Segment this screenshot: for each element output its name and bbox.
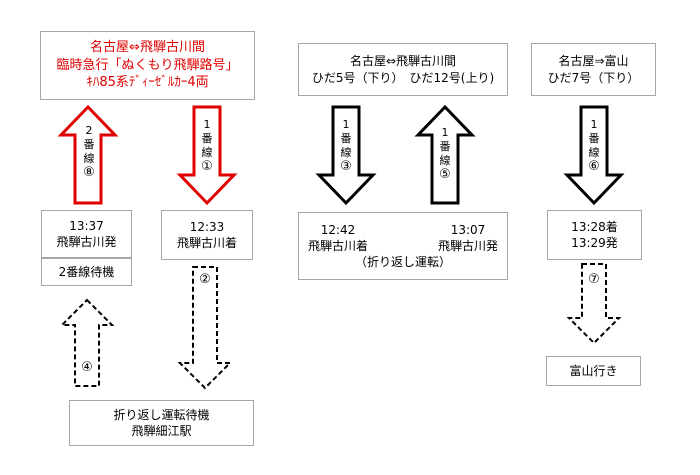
hida7-depart-time: 13:29発 [571, 236, 618, 250]
arrow-track-char-1: 番 [340, 131, 352, 145]
arrow-track-number: 1 [203, 118, 211, 131]
arrow-a6-down [563, 105, 625, 206]
arrow-step: ⑧ [83, 165, 95, 181]
arrow-step: ② [199, 272, 211, 287]
arrow-label-a2: ② [193, 272, 217, 288]
hida5-12-route: 名古屋⇔飛騨古川間 [349, 54, 457, 69]
arrow-step: ⑦ [588, 272, 600, 287]
arrive-1233-station: 飛騨古川着 [176, 236, 237, 250]
arrow-track-char-1: 番 [588, 131, 600, 145]
arrow-label-a5: 1 番 線 ⑤ [433, 126, 457, 184]
turnaround-depart-station: 飛騨古川発 [437, 238, 498, 253]
depart-1337-time: 13:37 [69, 218, 104, 233]
arrow-track-char-1: 番 [201, 131, 213, 145]
arrow-label-a7: ⑦ [582, 272, 606, 288]
turnaround-arrive: 12:42 飛騨古川着 [308, 222, 368, 254]
arrow-a2-down [177, 266, 233, 390]
arrow-track-number: 2 [85, 124, 93, 137]
hida7-times-box: 13:28着 13:29発 [547, 210, 642, 260]
standby-track2-box: 2番線待機 [41, 258, 132, 286]
arrow-a1-down [176, 105, 238, 206]
hosoe-standby: 折り返し運転待機 [113, 407, 210, 422]
depart-1337-station: 飛騨古川発 [56, 235, 117, 249]
arrow-step: ⑥ [588, 159, 600, 175]
arrow-a8-up [57, 104, 119, 205]
nukumori-route: 名古屋⇔飛騨古川間 [90, 40, 205, 56]
nukumori-vehicle: ｷﾊ85系ﾃﾞｨｰｾﾞﾙｶｰ4両 [86, 75, 209, 91]
arrive-1233-time: 12:33 [189, 219, 225, 234]
arrow-track-char-1: 番 [439, 139, 451, 153]
arrow-track-char-1: 番 [83, 137, 95, 151]
arrow-track-char-2: 線 [439, 153, 451, 167]
arrow-step: ③ [340, 159, 352, 175]
arrow-track-char-2: 線 [201, 145, 213, 159]
arrow-step: ① [201, 159, 213, 175]
depart-1337-box: 13:37 飛騨古川発 [41, 210, 132, 258]
hida7-arrive-time: 13:28着 [571, 219, 618, 234]
turnaround-box: 12:42 飛騨古川着 13:07 飛騨古川発 （折り返し運転） [298, 212, 508, 280]
arrow-track-number: 1 [590, 118, 598, 131]
arrow-label-a1: 1 番 線 ① [195, 118, 219, 176]
hosoe-station: 飛騨細江駅 [131, 424, 192, 438]
standby-track2-label: 2番線待機 [58, 264, 115, 279]
arrow-label-a6: 1 番 線 ⑥ [582, 118, 606, 176]
arrow-a4-up [59, 298, 115, 387]
hida7-route: 名古屋⇒富山 [558, 54, 629, 69]
hida7-box: 名古屋⇒富山 ひだ7号（下り） [531, 43, 656, 96]
arrow-step: ⑤ [439, 167, 451, 183]
arrow-a3-down [315, 105, 377, 206]
nukumori-service-box: 名古屋⇔飛騨古川間 臨時急行「ぬくもり飛騨路号」 ｷﾊ85系ﾃﾞｨｰｾﾞﾙｶｰ4… [40, 31, 255, 100]
nukumori-name: 臨時急行「ぬくもり飛騨路号」 [56, 57, 239, 73]
arrow-label-a4: ④ [75, 360, 99, 376]
arrow-label-a3: 1 番 線 ③ [334, 118, 358, 176]
hida7-train: ひだ7号（下り） [547, 70, 640, 85]
arrow-step: ④ [81, 360, 93, 375]
arrow-a7-down [566, 263, 622, 345]
arrow-a5-up [414, 104, 476, 205]
toyama-label: 富山行き [569, 363, 618, 378]
arrow-track-number: 1 [342, 118, 350, 131]
arrow-track-char-2: 線 [83, 151, 95, 165]
arrow-label-a8: 2 番 線 ⑧ [77, 124, 101, 182]
arrow-track-number: 1 [441, 126, 449, 139]
toyama-box: 富山行き [546, 356, 641, 386]
turnaround-arrive-station: 飛騨古川着 [308, 238, 369, 253]
turnaround-arrive-time: 12:42 [320, 222, 356, 237]
turnaround-note: （折り返し運転） [354, 255, 451, 270]
arrow-track-char-2: 線 [340, 145, 352, 159]
hida5-hida12-box: 名古屋⇔飛騨古川間 ひだ5号（下り） ひだ12号(上り) [298, 43, 508, 96]
arrive-1233-box: 12:33 飛騨古川着 [161, 210, 253, 260]
hosoe-box: 折り返し運転待機 飛騨細江駅 [69, 400, 254, 446]
turnaround-depart: 13:07 飛騨古川発 [438, 222, 498, 254]
arrow-track-char-2: 線 [588, 145, 600, 159]
turnaround-depart-time: 13:07 [450, 222, 486, 237]
hida5-12-trains: ひだ5号（下り） ひだ12号(上り) [311, 70, 495, 85]
